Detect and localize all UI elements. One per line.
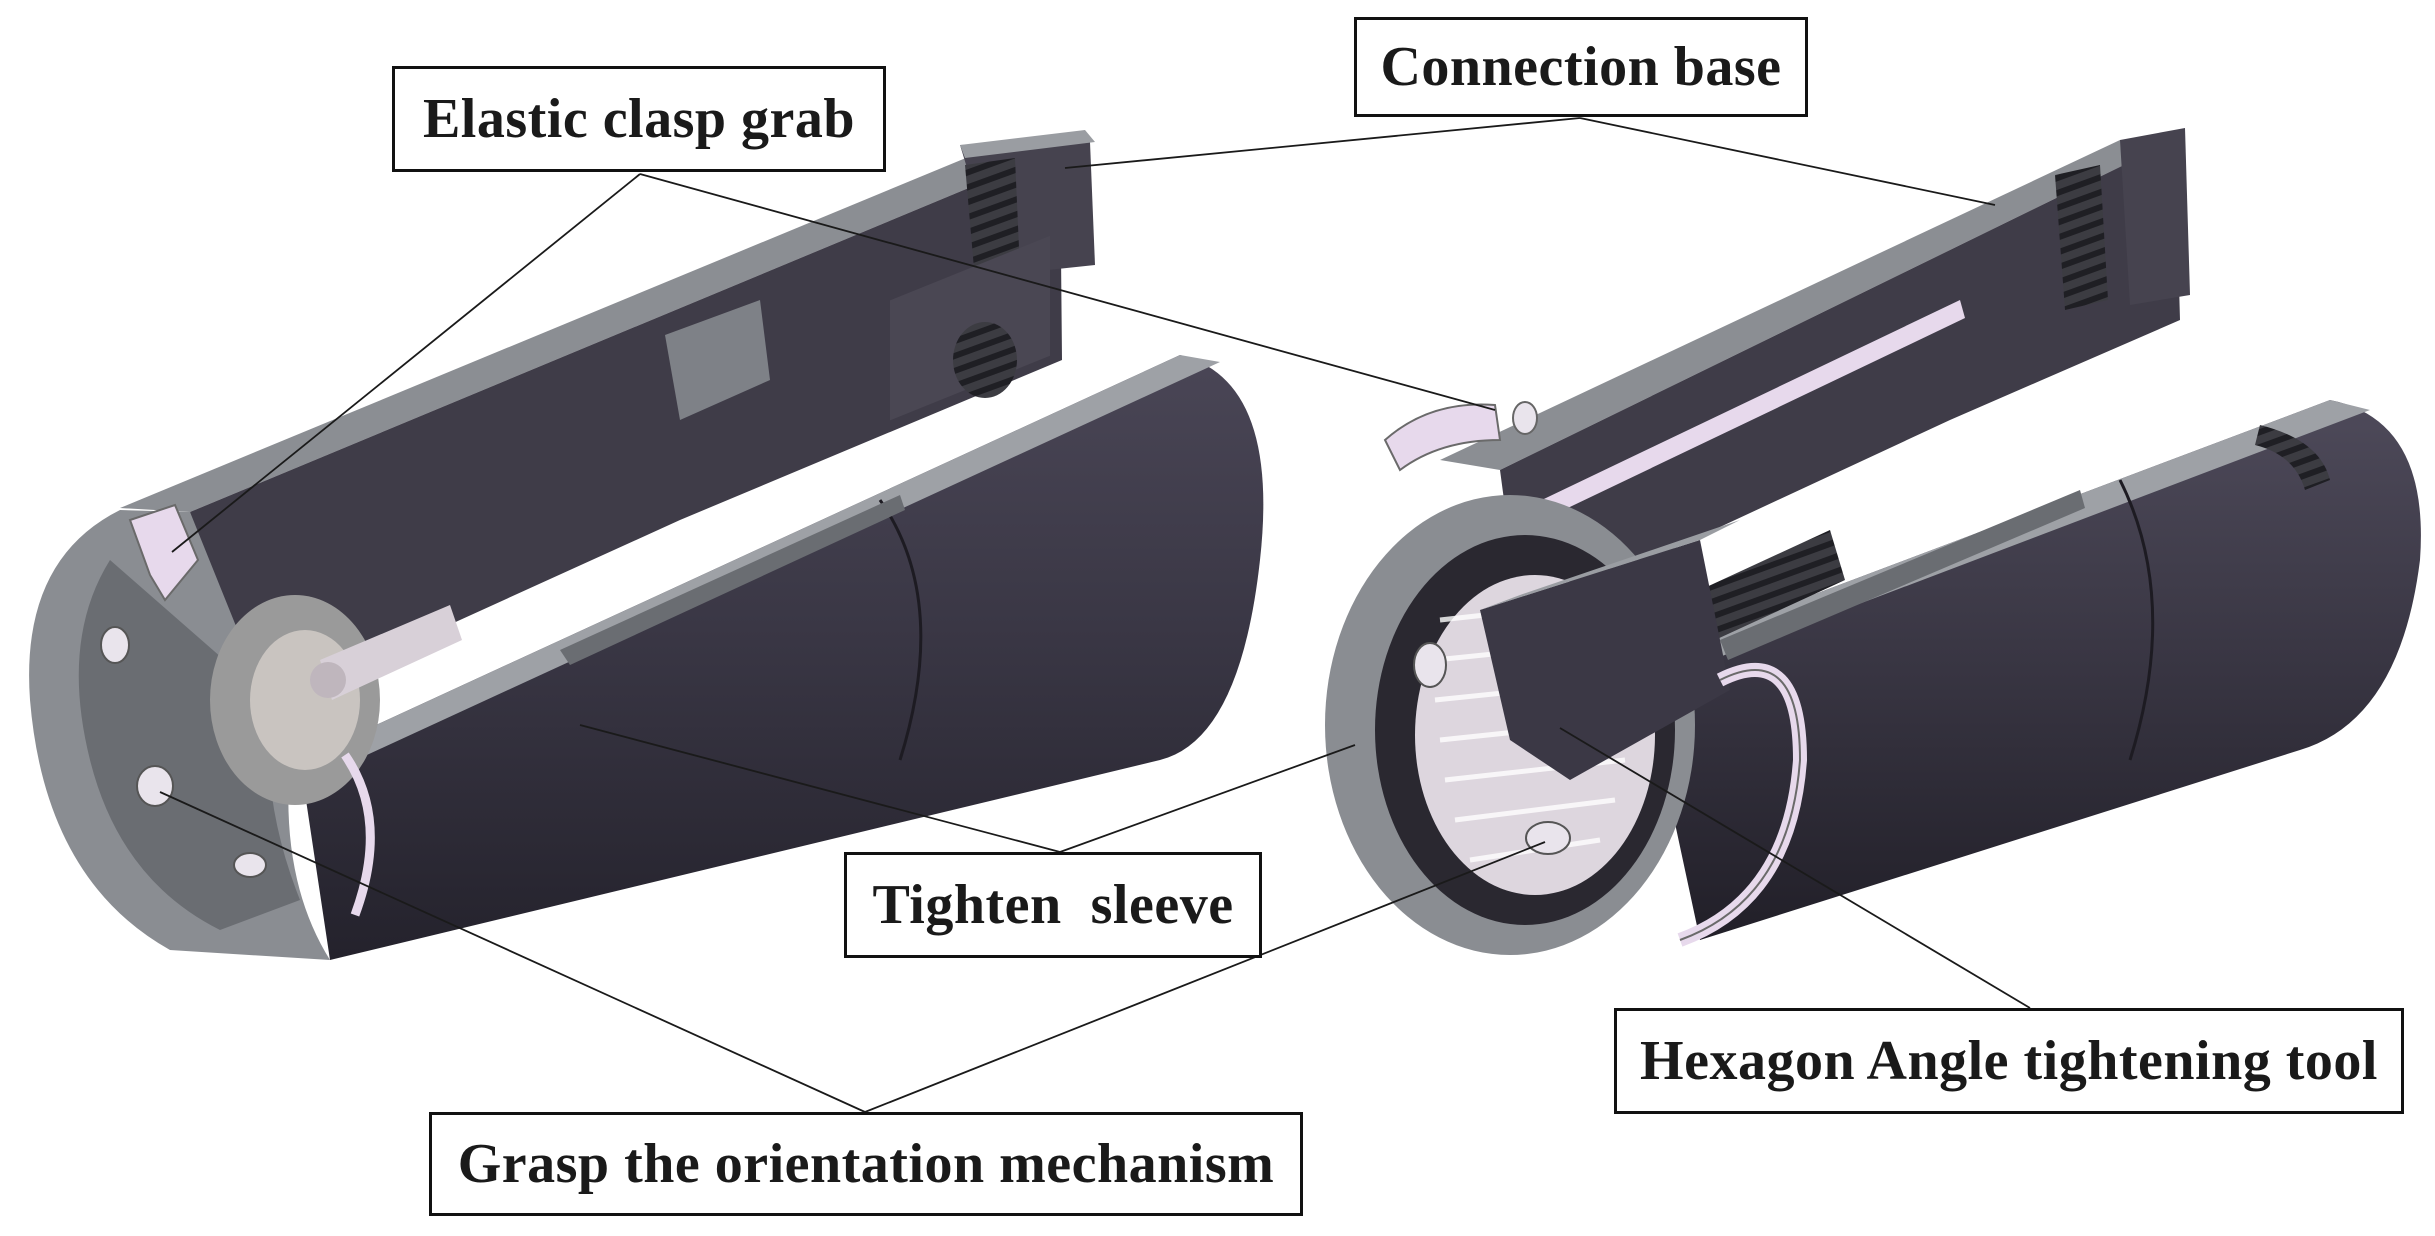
left-hex-tip [310,662,346,698]
leader-lines [159,117,2031,1113]
leader-sleeve-right [1059,744,1356,853]
right-assembly [1325,128,2421,955]
right-slot [1720,490,2085,660]
leader-base-right [1579,117,1996,206]
right-thread-upper [2055,165,2108,310]
right-pin-2 [1525,821,1571,855]
left-hex-tool [320,605,462,700]
label-elastic-clasp-grab: Elastic clasp grab [392,66,886,172]
left-front-face-inner [78,560,300,930]
label-hexagon-angle-tool: Hexagon Angle tightening tool [1614,1008,2404,1114]
right-hex-tool-top [1480,520,1740,610]
left-slot [560,495,905,665]
left-base-block-top [960,130,1095,158]
left-base-top-face [120,148,1060,512]
right-sleeve-body [1640,400,2421,940]
right-hex-tool [1480,540,1730,780]
right-sleeve-seam [2118,479,2155,761]
right-clasp-tab [1383,403,1502,472]
left-thread-hole [953,322,1017,398]
leader-elastic-left [171,173,641,553]
leader-hex [1559,727,2031,1009]
left-pin-3 [233,852,267,878]
right-base-block [2120,128,2190,305]
leader-base-left [1064,117,1581,169]
right-clasp-knob [1512,401,1538,435]
left-window [665,300,770,420]
left-pin-2 [136,765,174,807]
label-tighten-sleeve: Tighten sleeve [844,852,1262,958]
leader-elastic-right [639,173,1496,411]
leader-grasp-left [159,791,866,1113]
left-pin-1 [100,626,130,664]
right-base-side [1500,140,2180,620]
left-clasp-tab [128,503,200,602]
leader-sleeve-left [579,724,1061,853]
left-base-side [190,150,1062,720]
left-sleeve-body [300,355,1264,960]
label-grasp-orientation-mechanism: Grasp the orientation mechanism [429,1112,1303,1216]
right-ring-clip-edge [1679,669,1802,941]
right-pin-1 [1413,642,1447,688]
right-thread-notch [2255,425,2330,490]
leader-grasp-right [864,841,1546,1113]
left-assembly [29,130,1264,960]
left-ring-clip [341,752,375,917]
left-thread-upper [965,158,1020,280]
left-sleeve-seam [878,499,923,761]
right-inner-thread [1700,530,1845,640]
label-connection-base: Connection base [1354,17,1808,117]
right-base-top-face [1440,140,2175,470]
right-accent-strip [1500,300,1965,538]
